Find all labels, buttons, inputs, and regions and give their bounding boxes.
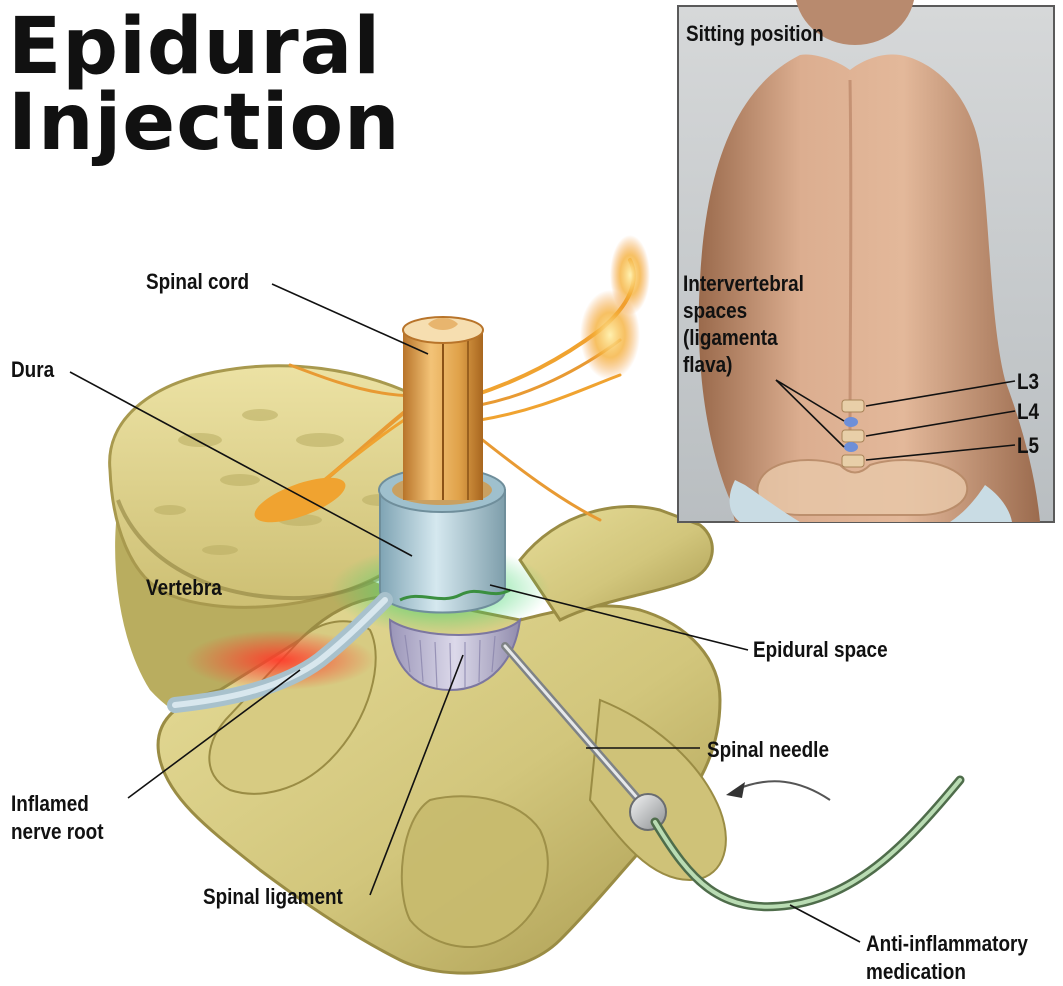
leader-spinal-cord: [272, 284, 428, 354]
intervertebral-label-line-4: flava): [683, 351, 732, 378]
intervertebral-label-line-2: spaces: [683, 297, 747, 324]
title-line-1: Epidural: [8, 8, 381, 86]
inset-caption: Sitting position: [686, 20, 824, 47]
label-epidural-space: Epidural space: [753, 636, 888, 663]
leader-medication: [790, 905, 860, 942]
label-inflamed-line-2: nerve root: [11, 818, 104, 845]
title-line-2: Injection: [8, 84, 401, 162]
label-medication-line-1: Anti-inflammatory: [866, 930, 1028, 957]
level-label-l4: L4: [1017, 398, 1039, 425]
spinal-cord-column: [403, 317, 483, 500]
label-spinal-cord: Spinal cord: [146, 268, 249, 295]
transverse-process-right: [520, 507, 712, 620]
label-dura: Dura: [11, 356, 54, 383]
intervertebral-label-line-3: (ligamenta: [683, 324, 778, 351]
label-inflamed-line-1: Inflamed: [11, 790, 89, 817]
level-label-l3: L3: [1017, 368, 1039, 395]
label-vertebra: Vertebra: [146, 574, 222, 601]
label-spinal-ligament: Spinal ligament: [203, 883, 343, 910]
intervertebral-label-line-1: Intervertebral: [683, 270, 804, 297]
label-spinal-needle: Spinal needle: [707, 736, 829, 763]
label-medication-line-2: medication: [866, 958, 966, 985]
level-label-l5: L5: [1017, 432, 1039, 459]
inset-sitting-position: [678, 0, 1054, 522]
flow-arrow: [735, 781, 830, 800]
